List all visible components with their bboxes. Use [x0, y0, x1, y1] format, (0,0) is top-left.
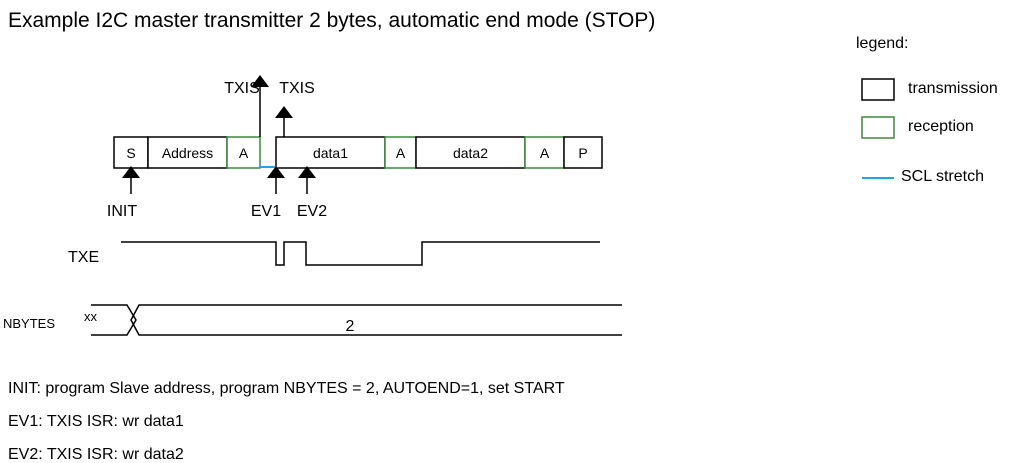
frame-cell-ack-data2-label: A [540, 145, 550, 161]
frame-cell-stop-label: P [578, 145, 587, 161]
nbytes-xx-segment [91, 304, 137, 336]
txe-label: TXE [68, 249, 99, 266]
nbytes-value: 2 [346, 318, 355, 335]
note-ev1: EV1: TXIS ISR: wr data1 [8, 413, 184, 430]
event-notes: INIT: program Slave address, program NBY… [8, 380, 565, 463]
frame-cell-ack-address-label: A [239, 145, 249, 161]
diagram-title: Example I2C master transmitter 2 bytes, … [8, 9, 655, 32]
frame-cell-stop [563, 136, 603, 169]
txis-1-label: TXIS [224, 80, 260, 97]
note-ev2: EV2: TXIS ISR: wr data2 [8, 446, 184, 463]
init-event-label: INIT [107, 203, 137, 220]
legend-reception-swatch [861, 116, 895, 139]
i2c-frame: S Address A data1 A data2 A P [113, 136, 603, 169]
nbytes-signal: NBYTES xx 2 [3, 304, 622, 336]
note-init: INIT: program Slave address, program NBY… [8, 380, 565, 397]
frame-cell-data2-label: data2 [453, 145, 488, 161]
txe-signal: TXE [68, 241, 600, 266]
nbytes-xx-value: xx [84, 309, 98, 324]
legend-scl-stretch-label: SCL stretch [901, 168, 984, 185]
frame-cell-ack-address [226, 136, 261, 169]
legend: legend: transmission reception SCL stret… [856, 35, 998, 185]
event-arrows: TXIS TXIS INIT EV1 EV2 [107, 75, 327, 220]
frame-cell-address [147, 136, 228, 169]
frame-cell-address-label: Address [162, 145, 213, 161]
ev2-event-label: EV2 [297, 203, 327, 220]
frame-cell-ack-data1-label: A [396, 145, 406, 161]
ev1-event-label: EV1 [251, 203, 281, 220]
frame-cell-start-label: S [126, 145, 135, 161]
frame-cell-data1-label: data1 [313, 145, 348, 161]
legend-transmission-label: transmission [908, 80, 998, 97]
nbytes-value-segment [130, 304, 622, 336]
nbytes-label: NBYTES [3, 316, 55, 331]
legend-transmission-swatch [861, 78, 895, 101]
txis-2-label: TXIS [279, 80, 315, 97]
legend-heading: legend: [856, 35, 909, 52]
txe-waveform [121, 241, 600, 266]
legend-reception-label: reception [908, 118, 974, 135]
